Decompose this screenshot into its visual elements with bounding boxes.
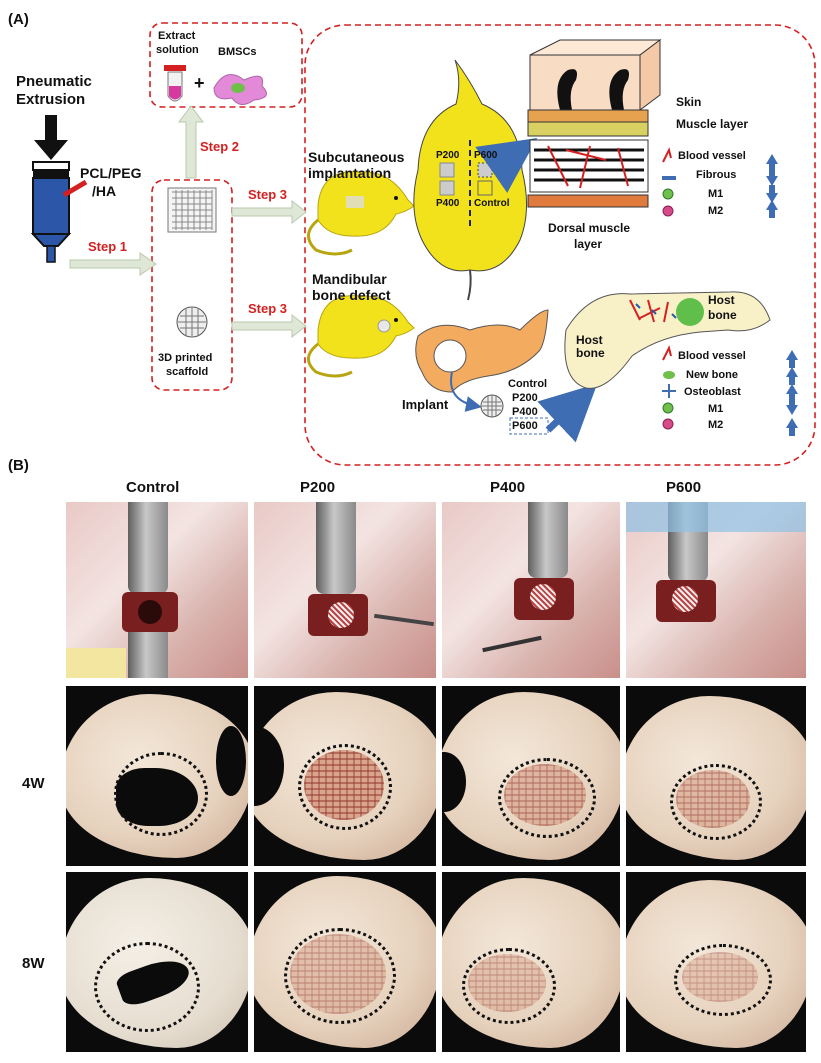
diagram-panel-a — [30, 22, 816, 466]
bone-8w-p400 — [442, 872, 620, 1052]
surgery-photo-p600 — [626, 502, 806, 678]
muscle-layer-label: Muscle layer — [676, 117, 749, 131]
blue-arrow-lower — [537, 383, 598, 443]
host-bone-left-label: Host bone — [576, 333, 605, 361]
legend2-icons — [662, 345, 676, 430]
mandible-label-2: bone defect — [312, 287, 391, 303]
site-control: Control — [474, 198, 510, 209]
scaffold-grid-icon — [167, 187, 217, 233]
surgery-photo-p400 — [442, 502, 620, 678]
site-p400: P400 — [436, 198, 460, 209]
scaffold-disc-icon — [176, 306, 208, 338]
implant-label: Implant — [402, 397, 449, 412]
bone-4w-p600 — [626, 686, 806, 866]
step3b-arrow — [231, 313, 307, 339]
dorsal-rat-icon — [413, 59, 528, 301]
surgery-photo-control — [66, 502, 248, 678]
col-p200: P200 — [300, 479, 336, 496]
syringe-icon — [30, 115, 88, 263]
subq-label-1: Subcutaneous — [308, 149, 405, 165]
dorsal-label-1: Dorsal muscle — [548, 221, 631, 235]
implantation-box — [304, 24, 816, 466]
extract-box — [149, 22, 303, 108]
legend1-m1: M1 — [708, 188, 724, 200]
implant-disc-icon — [480, 394, 504, 418]
bone-4w-p400 — [442, 686, 620, 866]
subq-label-2: implantation — [308, 165, 392, 181]
surgery-photo-p200 — [254, 502, 436, 678]
row-4w: 4W — [22, 775, 45, 792]
step1-label: Step 1 — [88, 239, 128, 254]
bone-8w-p600 — [626, 872, 806, 1052]
skin-section-icon — [527, 39, 662, 208]
site-p200: P200 — [436, 150, 460, 161]
legend2-m1: M1 — [708, 403, 724, 415]
legend2-osteoblast: Osteoblast — [684, 386, 741, 398]
mandible-icon — [415, 309, 549, 393]
step3b-label: Step 3 — [248, 301, 288, 316]
material-label-2: /HA — [92, 183, 117, 199]
legend2-arrows — [786, 350, 798, 436]
bmsc-label: BMSCs — [218, 46, 257, 58]
group-p600: P600 — [512, 420, 538, 432]
step2-arrow — [178, 105, 204, 179]
extract-label-2: solution — [156, 44, 199, 56]
step2-label: Step 2 — [200, 139, 240, 154]
group-p400: P400 — [512, 406, 538, 418]
bone-4w-p200 — [254, 686, 436, 866]
implant-curve — [450, 371, 482, 412]
rat-upper-icon — [307, 171, 415, 256]
host-bone-icon — [564, 291, 771, 389]
row-8w: 8W — [22, 955, 45, 972]
col-p600: P600 — [666, 479, 702, 496]
extrusion-title-1: Pneumatic — [16, 73, 92, 90]
tube-icon — [164, 65, 186, 102]
step1-arrow — [69, 252, 157, 276]
mandible-label-1: Mandibular — [312, 271, 387, 287]
extrusion-title-2: Extrusion — [16, 91, 86, 108]
dorsal-label-2: layer — [574, 237, 603, 251]
step3a-label: Step 3 — [248, 187, 288, 202]
scaffold-label-1: 3D printed — [158, 352, 213, 364]
host-bone-right-1: Host — [708, 293, 735, 307]
bone-8w-control — [66, 872, 248, 1052]
bone-4w-control — [66, 686, 248, 866]
host-bone-right-2: bone — [708, 308, 737, 322]
blue-arrow-upper — [475, 138, 538, 193]
legend2-blood-vessel: Blood vessel — [678, 350, 746, 362]
legend1-blood-vessel: Blood vessel — [678, 150, 746, 162]
extract-label-1: Extract — [158, 30, 196, 42]
site-p600: P600 — [474, 150, 498, 161]
group-p200: P200 — [512, 392, 538, 404]
scaffold-label-2: scaffold — [166, 366, 209, 378]
legend2-new-bone: New bone — [686, 369, 738, 381]
col-control: Control — [126, 479, 180, 496]
legend1-icons — [662, 147, 676, 217]
col-p400: P400 — [490, 479, 526, 496]
panel-b-label: (B) — [8, 457, 29, 474]
legend1-arrows — [766, 154, 778, 218]
group-control: Control — [508, 378, 548, 390]
legend1-m2: M2 — [708, 205, 724, 217]
bone-8w-p200 — [254, 872, 436, 1052]
step3a-arrow — [231, 199, 307, 225]
skin-label: Skin — [676, 95, 702, 109]
panel-a-label: (A) — [8, 11, 29, 28]
plus-sign: + — [194, 73, 205, 93]
rat-lower-icon — [307, 295, 415, 378]
bmsc-cell-icon — [213, 74, 267, 105]
legend1-fibrous: Fibrous — [696, 169, 737, 181]
material-label-1: PCL/PEG — [80, 165, 142, 181]
legend2-m2: M2 — [708, 419, 724, 431]
